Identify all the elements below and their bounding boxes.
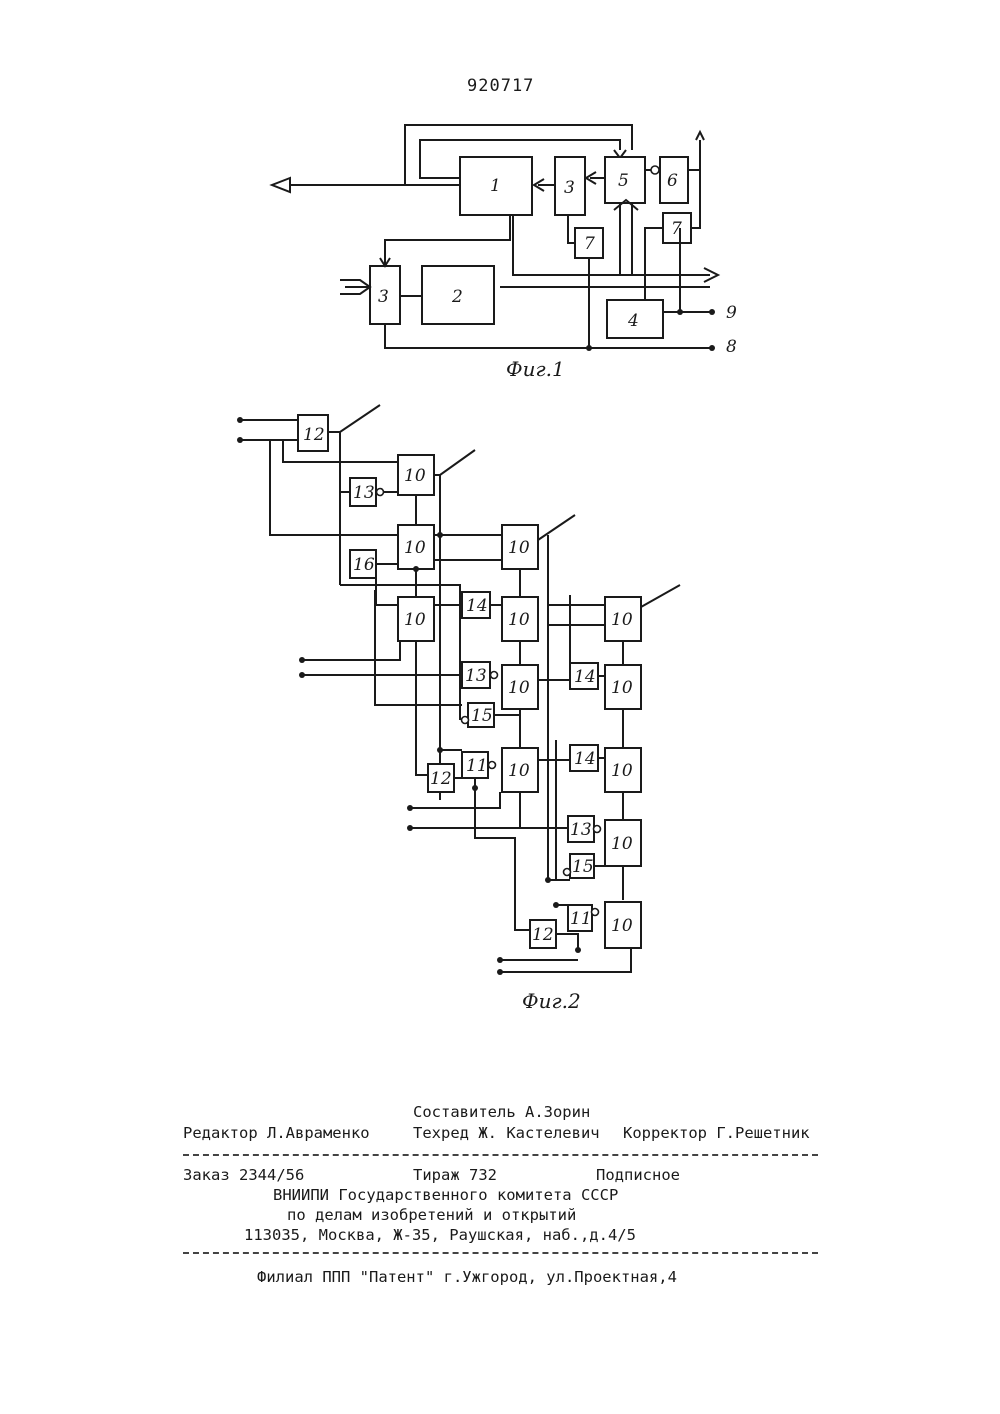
fig2-block-14-b-label: 14 xyxy=(574,667,596,687)
fig2-block-10-d-label: 10 xyxy=(508,538,530,558)
imprint-editor: Редактор Л.Авраменко xyxy=(183,1124,370,1142)
imprint-print-run: Тираж 732 xyxy=(413,1166,497,1184)
imprint-order: Заказ 2344/56 xyxy=(183,1166,304,1184)
fig2-block-16-label: 16 xyxy=(353,555,375,575)
block-3-top-label: 3 xyxy=(564,178,575,198)
fig2-block-10-k-label: 10 xyxy=(611,834,633,854)
fig2-block-10-e-label: 10 xyxy=(508,610,530,630)
fig2-block-12-top-label: 12 xyxy=(303,425,325,445)
terminal-9-label: 9 xyxy=(726,303,737,323)
figure-2-caption: Фиг.2 xyxy=(522,989,581,1013)
fig2-block-13-b-label: 13 xyxy=(465,666,487,686)
figure-2-diagram: 12 10 10 10 13 16 10 14 xyxy=(237,405,680,1013)
terminal-8-label: 8 xyxy=(726,337,737,357)
fig2-block-12-mid-label: 12 xyxy=(430,769,452,789)
fig2-block-10-g-label: 10 xyxy=(508,761,530,781)
fig2-block-10-l-label: 10 xyxy=(611,916,633,936)
fig2-block-10-c-label: 10 xyxy=(404,610,426,630)
block-1-label: 1 xyxy=(490,176,501,196)
block-6-label: 6 xyxy=(667,171,678,191)
imprint-divider-top xyxy=(183,1154,818,1156)
fig2-block-10-b-label: 10 xyxy=(404,538,426,558)
fig2-block-15-b-label: 15 xyxy=(572,857,594,877)
fig2-block-14-c-label: 14 xyxy=(574,749,596,769)
fig2-block-11-a-label: 11 xyxy=(466,756,488,776)
block-2-label: 2 xyxy=(451,287,463,307)
figure-1-diagram: 1 3 5 6 7 7 xyxy=(272,125,737,381)
fig2-block-10-a-label: 10 xyxy=(404,466,426,486)
fig2-block-11-b-label: 11 xyxy=(570,909,592,929)
fig2-block-13-a-label: 13 xyxy=(353,483,375,503)
imprint-techred: Техред Ж. Кастелевич xyxy=(413,1124,600,1142)
imprint-org-line2: по делам изобретений и открытий xyxy=(287,1206,576,1224)
imprint-org-line1: ВНИИПИ Государственного комитета СССР xyxy=(273,1186,618,1204)
fig2-block-14-a-label: 14 xyxy=(466,596,488,616)
fig2-block-10-i-label: 10 xyxy=(611,678,633,698)
imprint-divider-bottom xyxy=(183,1252,818,1254)
imprint-branch: Филиал ППП "Патент" г.Ужгород, ул.Проект… xyxy=(257,1268,677,1286)
block-7-left-label: 7 xyxy=(584,234,595,254)
fig2-block-10-j-label: 10 xyxy=(611,761,633,781)
figure-1-caption: Фиг.1 xyxy=(506,357,565,381)
block-4-label: 4 xyxy=(627,311,639,331)
imprint-subscription: Подписное xyxy=(596,1166,680,1184)
imprint-address: 113035, Москва, Ж-35, Раушская, наб.,д.4… xyxy=(244,1226,636,1244)
figure-drawings: 1 3 5 6 7 7 xyxy=(0,0,1000,1060)
fig2-block-15-a-label: 15 xyxy=(471,706,493,726)
block-5-label: 5 xyxy=(618,171,629,191)
fig2-block-13-c-label: 13 xyxy=(570,820,592,840)
block-3-bottom-label: 3 xyxy=(378,287,389,307)
imprint-compiler: Составитель А.Зорин xyxy=(413,1103,590,1121)
fig2-block-10-f-label: 10 xyxy=(508,678,530,698)
imprint-corrector: Корректор Г.Решетник xyxy=(623,1124,810,1142)
fig2-block-12-bottom-label: 12 xyxy=(532,925,554,945)
fig2-block-10-h-label: 10 xyxy=(611,610,633,630)
